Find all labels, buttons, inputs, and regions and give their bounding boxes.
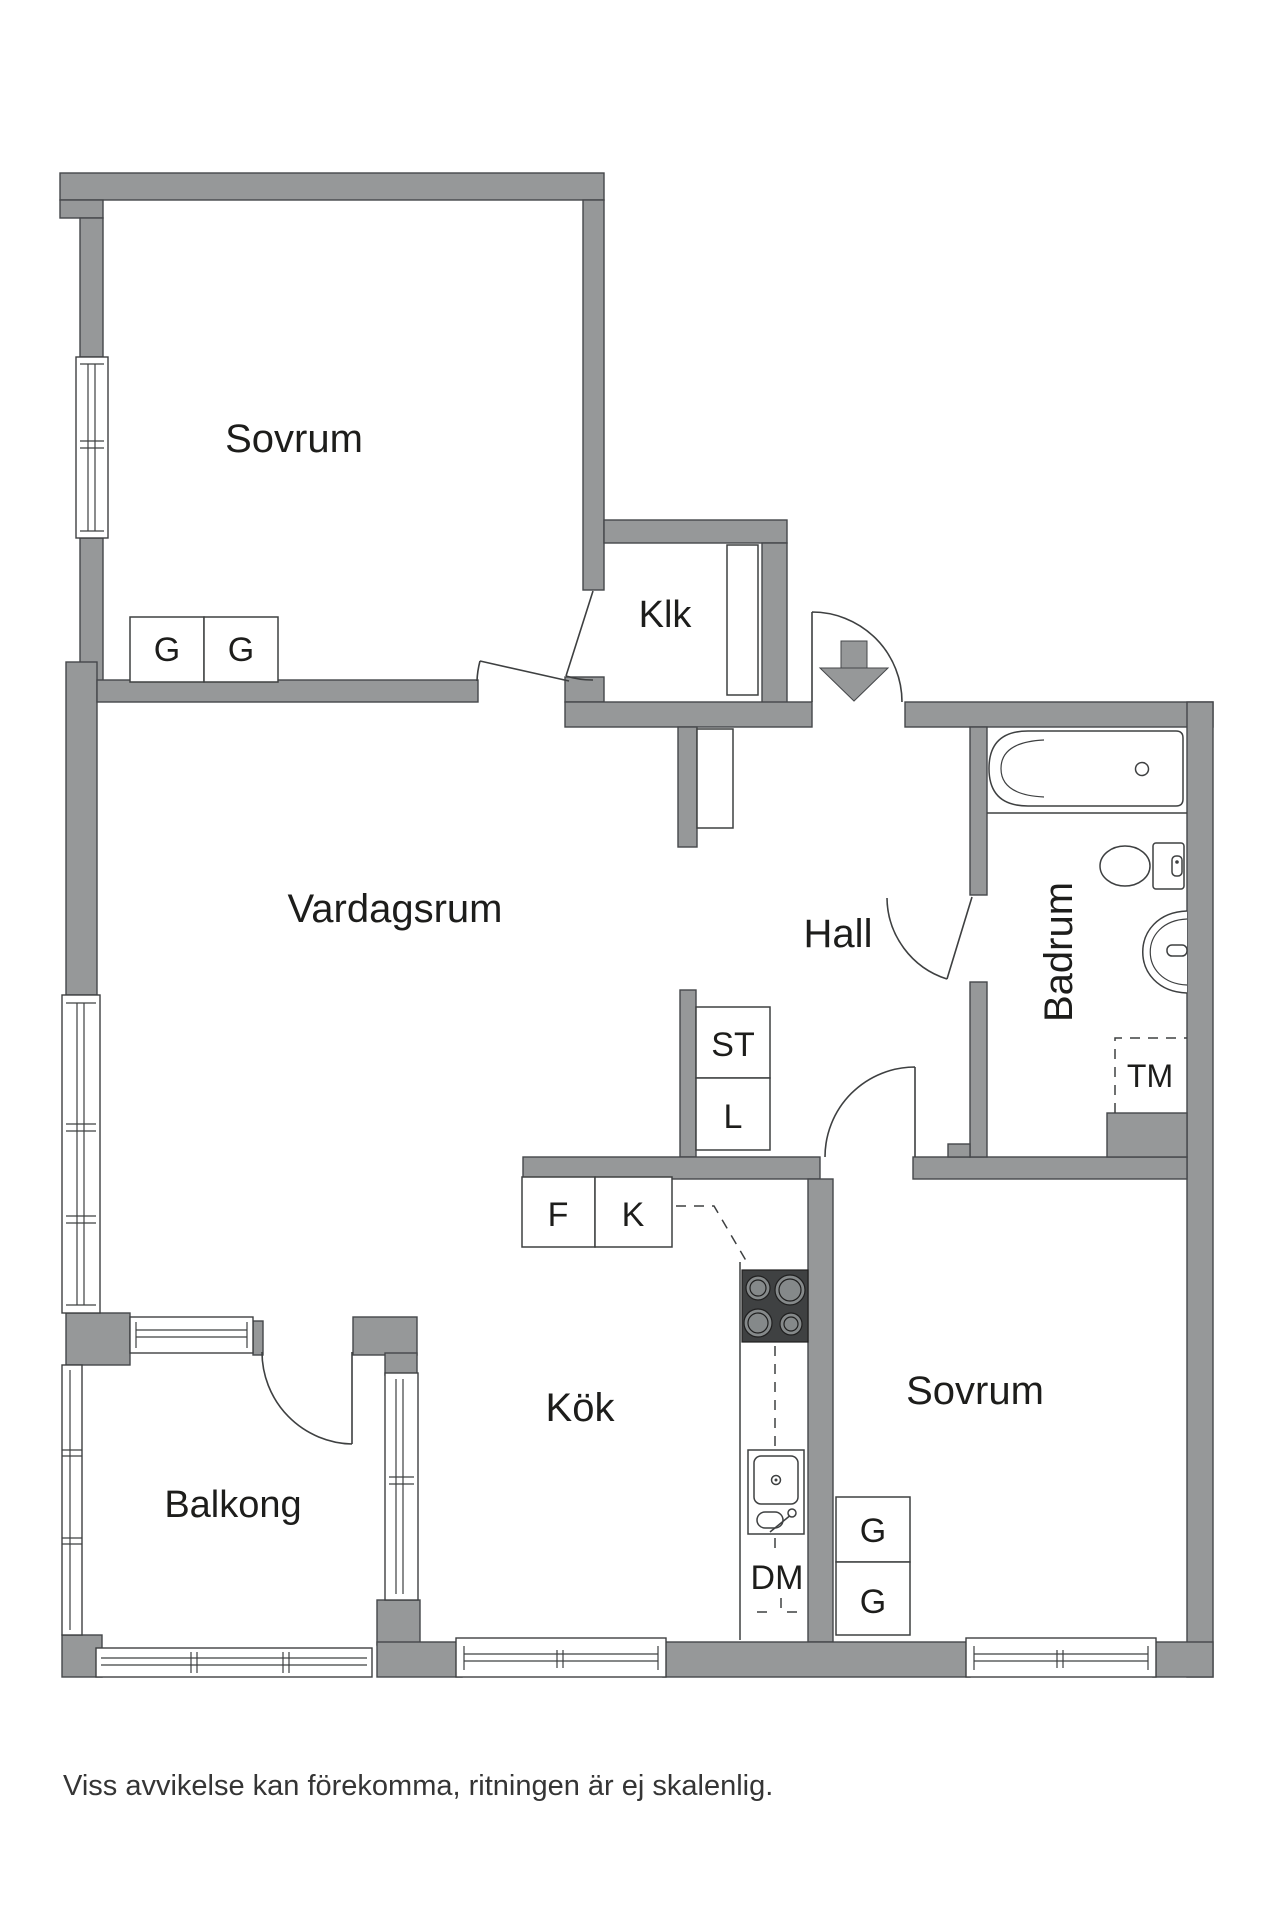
wall-bath-left-upper (969, 726, 988, 896)
bath-sink-icon (1142, 910, 1188, 994)
label-cleaning-cabinet: ST (711, 1026, 754, 1064)
bathroom-fixtures (987, 730, 1188, 1113)
stove-icon (741, 1269, 809, 1343)
wall-bottom-a (376, 1641, 463, 1678)
klk-wardrobe-box (726, 544, 759, 696)
wall-left-living (65, 661, 98, 996)
wall-hall-top-right (904, 701, 1214, 728)
entry-arrow-icon (818, 640, 890, 702)
dishwasher-dashes (757, 1598, 805, 1613)
bathtub-icon (988, 730, 1184, 807)
balcony-railing-left (61, 1364, 83, 1636)
disclaimer-text: Viss avvikelse kan förekomma, ritningen … (63, 1770, 773, 1802)
toilet-button (1171, 855, 1183, 877)
wall-left-upper (79, 217, 104, 358)
doors (261, 590, 973, 1445)
label-linen-cabinet: L (724, 1098, 743, 1136)
washing-machine-outline (1114, 1037, 1187, 1113)
label-hall: Hall (804, 912, 873, 956)
label-klk: Klk (639, 594, 693, 636)
wall-top-left-corner (59, 199, 104, 219)
wall-balcony-top-right-a (352, 1316, 418, 1356)
wall-balcony-pier (252, 1320, 264, 1356)
wall-junction-block (564, 676, 605, 703)
wall-mid-band-right (912, 1156, 1188, 1180)
door-balcony (261, 1351, 353, 1445)
bathtub-drain (1134, 761, 1150, 777)
label-wardrobe: G (860, 1583, 886, 1621)
label-bedroom-top: Sovrum (225, 417, 363, 461)
kitchen-sink-icon (747, 1449, 805, 1535)
wall-right-outer (1186, 701, 1214, 1678)
label-washing-machine: TM (1127, 1058, 1173, 1094)
label-wardrobe: G (228, 631, 254, 669)
label-bathroom: Badrum (1037, 882, 1081, 1022)
cleaning-cabinet-box (695, 1006, 771, 1079)
fridge-box (521, 1176, 596, 1248)
counter-dashed-edge (676, 1205, 749, 1265)
balcony-railing-bottom (95, 1647, 373, 1678)
walls (59, 172, 1214, 1678)
window-bedroom2-bottom (965, 1637, 1157, 1678)
wall-bath-foot (947, 1143, 971, 1158)
wall-bottom-b (662, 1641, 971, 1678)
wall-klk-top (603, 519, 788, 544)
toilet-icon (1099, 845, 1151, 887)
labels: Sovrum Klk Vardagsrum Hall Badrum Kök So… (154, 417, 1173, 1621)
door-bedroom1 (476, 660, 570, 682)
window-kitchen-bottom (455, 1637, 667, 1678)
wall-stl (679, 989, 697, 1158)
wardrobe-box (835, 1561, 911, 1636)
label-fridge: F (548, 1196, 569, 1234)
wall-bath-left-lower (969, 981, 988, 1158)
label-kitchen: Kök (546, 1386, 616, 1430)
freezer-box (594, 1176, 673, 1248)
kitchen-fixtures (676, 1205, 809, 1640)
wall-bedroom1-bottom (96, 679, 479, 703)
wall-klk-right (761, 542, 788, 705)
wall-top (59, 172, 605, 201)
wall-left-mid (79, 537, 104, 683)
linen-cabinet-box (695, 1077, 771, 1151)
wall-kitchen-bedroom2 (807, 1178, 834, 1643)
label-living-room: Vardagsrum (288, 887, 503, 931)
toilet-cistern (1152, 842, 1185, 890)
door-entrance (811, 611, 903, 703)
wall-balcony-top-left (65, 1312, 131, 1366)
bath-sink-faucet (1166, 944, 1188, 957)
wall-mid-band-left (522, 1156, 821, 1180)
wall-klk-left (582, 199, 605, 591)
cabinets (129, 544, 911, 1636)
window-balcony-right (384, 1372, 419, 1601)
wardrobe-box (203, 616, 279, 683)
wall-balcony-bottom-right (376, 1599, 421, 1646)
toilet-button-dot (1175, 860, 1179, 864)
windows (61, 356, 1157, 1678)
door-bathroom (886, 896, 973, 980)
window-balcony-top (129, 1316, 254, 1354)
window-bedroom1-left (75, 356, 109, 539)
wall-bottom-c (1152, 1641, 1214, 1678)
label-dishwasher: DM (751, 1559, 804, 1597)
door-bedroom2 (824, 1066, 916, 1158)
bathtub-inner-line (1000, 739, 1045, 798)
label-bedroom-bottom: Sovrum (906, 1369, 1044, 1413)
label-wardrobe: G (860, 1512, 886, 1550)
wardrobe-box (129, 616, 205, 683)
window-living-left (61, 994, 101, 1314)
door-klk (565, 590, 594, 681)
label-balcony: Balkong (164, 1484, 301, 1526)
label-freezer: K (622, 1196, 645, 1234)
label-wardrobe: G (154, 631, 180, 669)
wall-shaft (1106, 1112, 1188, 1158)
wall-balcony-top-right-b (384, 1352, 418, 1376)
hall-closet-box (696, 728, 734, 829)
wall-hall-left-stub (677, 726, 698, 848)
wall-hall-top-left (564, 701, 813, 728)
bath-sink-inner (1149, 918, 1188, 986)
